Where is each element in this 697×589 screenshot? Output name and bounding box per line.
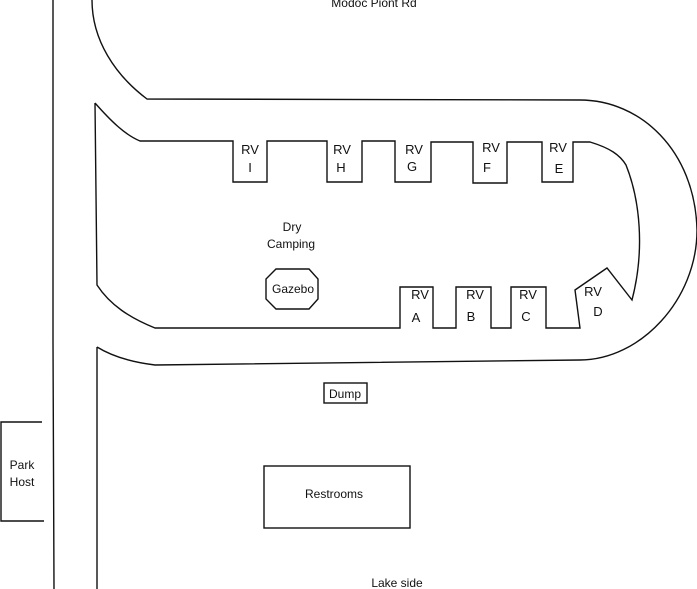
gazebo-label: Gazebo [272, 282, 314, 296]
site-letter: F [483, 160, 491, 175]
site-letter: C [521, 309, 530, 324]
park-host[interactable]: Park Host [0, 421, 44, 522]
lake-side-label: Lake side [371, 576, 423, 589]
loop-outer-edge [91, 0, 697, 366]
site-letter: A [412, 310, 421, 325]
site-B[interactable]: RV B [466, 287, 484, 324]
gazebo[interactable]: Gazebo [265, 268, 319, 310]
site-D[interactable]: RV D [584, 284, 603, 319]
dump-label: Dump [329, 387, 361, 401]
site-letter: B [467, 309, 476, 324]
road-name: Modoc Piont Rd [331, 0, 416, 10]
site-prefix: RV [584, 284, 602, 299]
site-prefix: RV [466, 287, 484, 302]
site-E[interactable]: RV E [549, 140, 567, 176]
dump-box [323, 382, 368, 404]
loop-inner-edge [94, 102, 641, 329]
site-A[interactable]: RV A [411, 287, 429, 325]
site-prefix: RV [482, 140, 500, 155]
road-left-edge [52, 0, 55, 589]
restrooms-label: Restrooms [305, 487, 363, 501]
site-prefix: RV [411, 287, 429, 302]
site-C[interactable]: RV C [519, 287, 537, 324]
site-H[interactable]: RV H [333, 142, 351, 175]
site-F[interactable]: RV F [482, 140, 500, 175]
site-letter: E [555, 161, 564, 176]
site-prefix: RV [241, 142, 259, 157]
dry-camping-label: Camping [267, 237, 315, 251]
site-G[interactable]: RV G [405, 142, 423, 174]
park-host-label: Host [10, 475, 35, 489]
gazebo-octagon [265, 268, 319, 310]
site-letter: H [336, 160, 345, 175]
restrooms-box [263, 465, 411, 529]
site-letter: G [407, 159, 417, 174]
site-letter: I [248, 160, 252, 175]
site-prefix: RV [405, 142, 423, 157]
site-prefix: RV [519, 287, 537, 302]
dry-camping-label: Dry [283, 220, 302, 234]
dump-station[interactable]: Dump [323, 382, 368, 404]
park-host-label: Park [10, 458, 36, 472]
site-letter: D [593, 304, 602, 319]
restrooms[interactable]: Restrooms [263, 465, 411, 529]
site-prefix: RV [549, 140, 567, 155]
park-host-box [0, 421, 44, 522]
site-I[interactable]: RV I [241, 142, 259, 175]
site-prefix: RV [333, 142, 351, 157]
